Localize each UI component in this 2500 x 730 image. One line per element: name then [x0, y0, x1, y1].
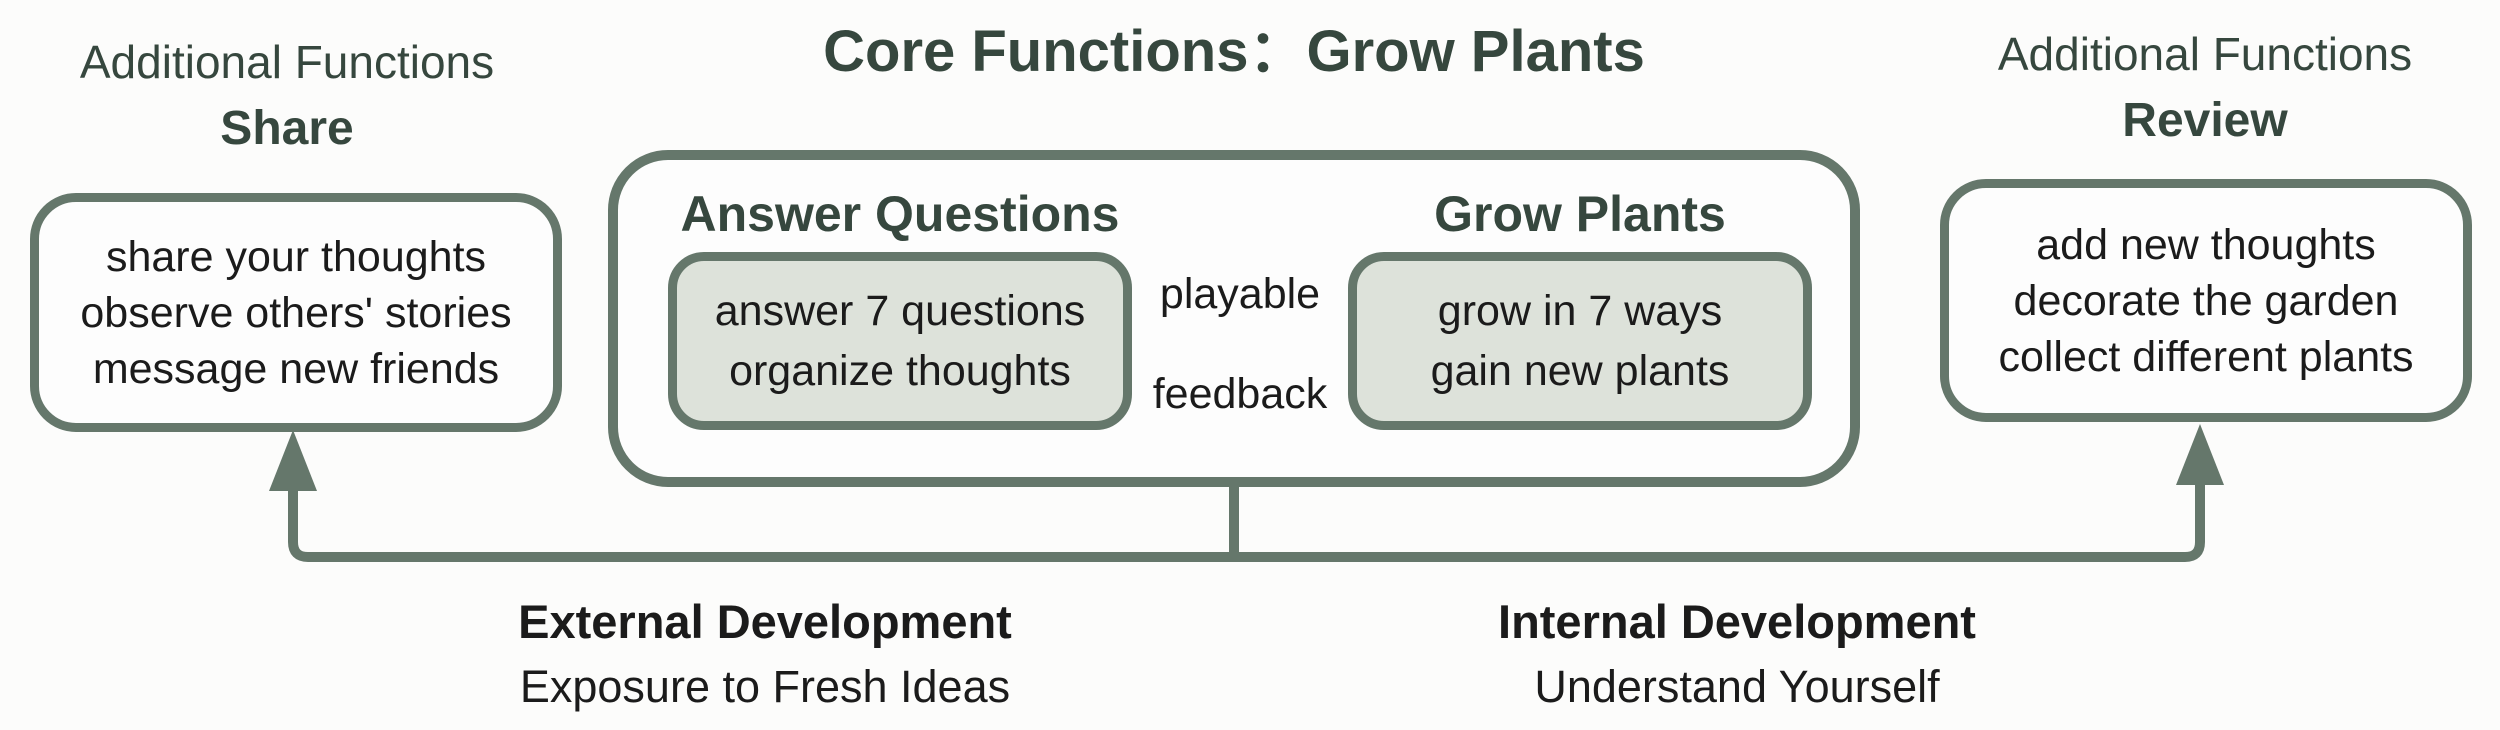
up-arrow-left-icon	[269, 430, 317, 491]
external-development-label: External Development	[518, 595, 1012, 648]
answer-questions-box: answer 7 questions organize thoughts	[668, 252, 1132, 430]
grow-plants-box: grow in 7 ways gain new plants	[1348, 252, 1812, 430]
answer-box-line: answer 7 questions	[714, 287, 1086, 335]
review-title: Review	[2122, 94, 2288, 147]
feedback-label: feedback	[1152, 370, 1328, 418]
answer-box-line: organize thoughts	[729, 347, 1071, 395]
grow-plants-heading: Grow Plants	[1434, 186, 1726, 242]
answer-questions-heading: Answer Questions	[680, 186, 1120, 242]
share-box-line: share your thoughts	[105, 232, 487, 281]
review-kicker: Additional Functions	[1997, 28, 2413, 80]
review-box: add new thoughts decorate the garden col…	[1940, 179, 2472, 422]
review-box-line: decorate the garden	[2013, 276, 2399, 325]
share-box-line: observe others' stories	[80, 288, 512, 337]
playable-label: playable	[1159, 270, 1321, 318]
share-box-line: message new friends	[92, 344, 500, 393]
internal-development-subtitle: Understand Yourself	[1534, 661, 1940, 712]
bottom-rail-line	[288, 440, 2205, 562]
grow-box-line: grow in 7 ways	[1437, 287, 1723, 335]
up-arrow-right-icon	[2176, 424, 2224, 485]
grow-box-line: gain new plants	[1430, 347, 1730, 395]
page-title: Core Functions：Grow Plants	[823, 19, 1645, 84]
share-box: share your thoughts observe others' stor…	[30, 193, 562, 432]
review-box-line: add new thoughts	[2036, 220, 2376, 269]
external-development-subtitle: Exposure to Fresh Ideas	[519, 661, 1011, 712]
review-box-line: collect different plants	[1998, 332, 2414, 381]
share-title: Share	[220, 102, 354, 155]
internal-development-label: Internal Development	[1498, 595, 1976, 648]
share-kicker: Additional Functions	[79, 36, 495, 88]
